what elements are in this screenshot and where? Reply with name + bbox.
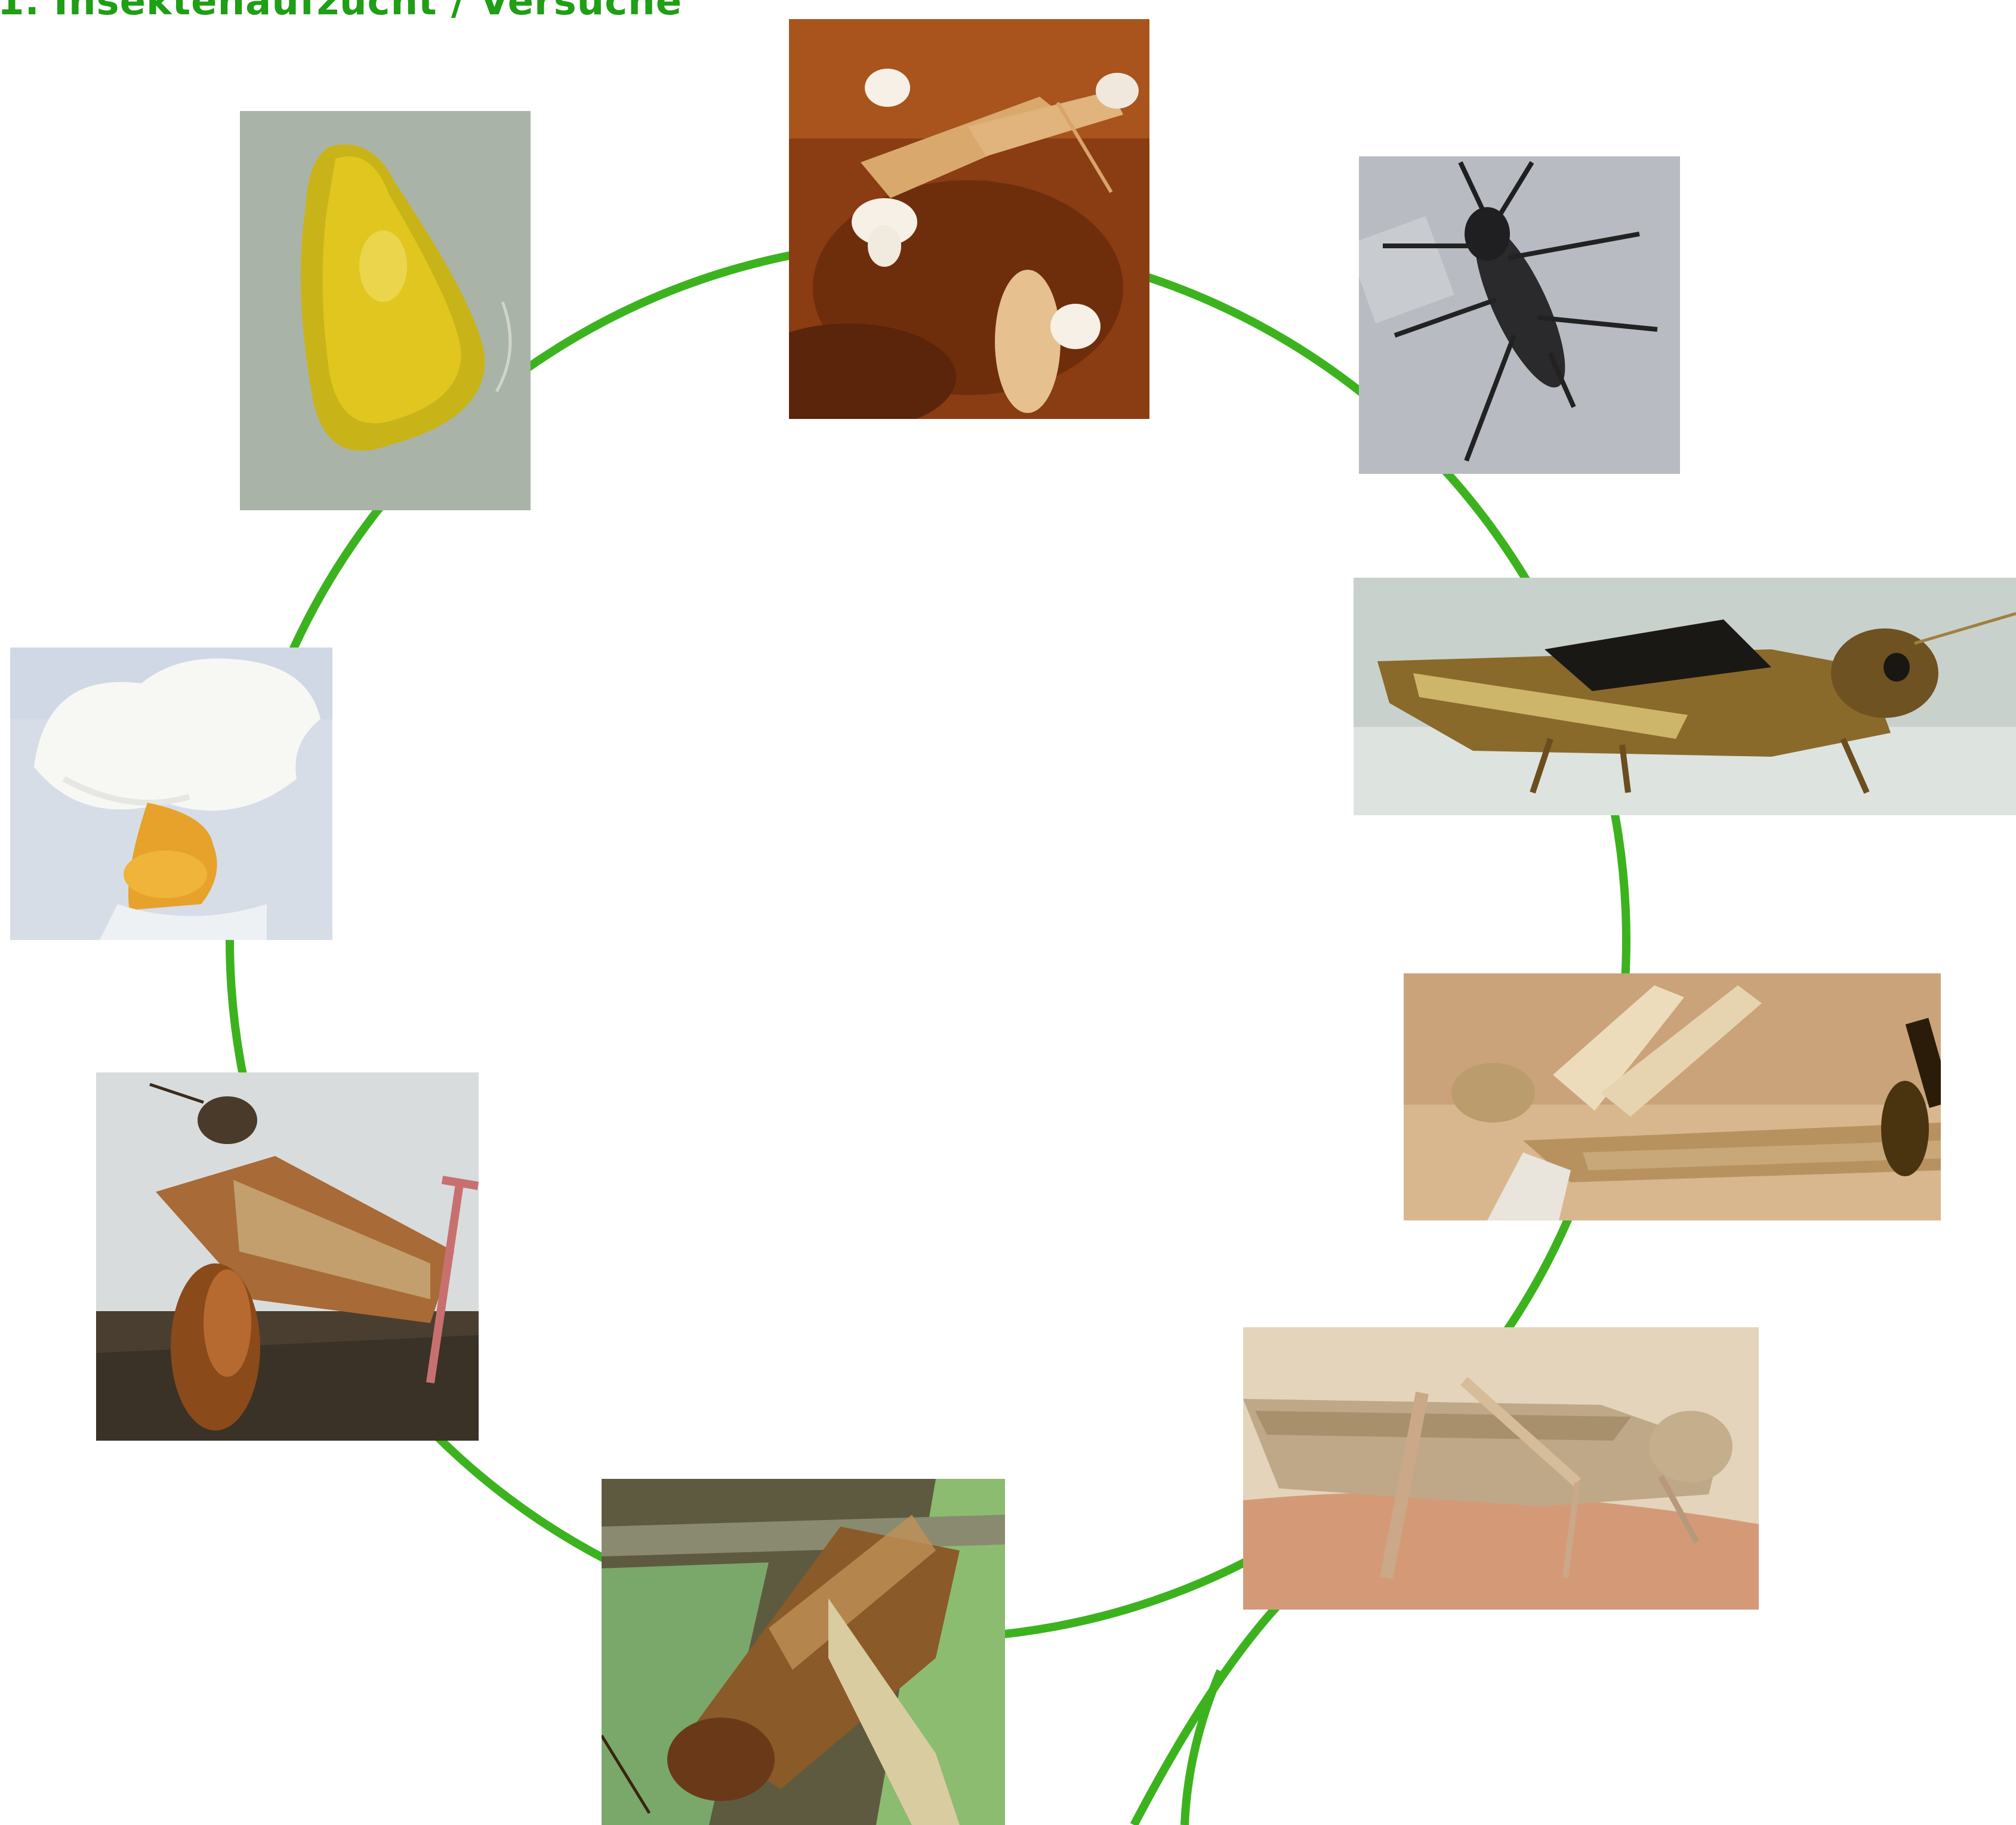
stage-egg-pod-photo bbox=[10, 648, 332, 940]
stage-mating-pair-photo bbox=[602, 1479, 1005, 1825]
stage-single-egg-photo bbox=[240, 111, 531, 510]
stage-black-hopper-photo bbox=[1359, 156, 1680, 474]
cycle-exit-line-a bbox=[1134, 1590, 1292, 1825]
stage-young-adult-photo bbox=[1243, 1327, 1759, 1610]
cycle-exit-line-b bbox=[1185, 1671, 1220, 1825]
stage-molting-adult-photo bbox=[1404, 973, 1941, 1220]
stage-hatching-hoppers-photo bbox=[789, 19, 1149, 419]
stage-late-instar-hopper-photo bbox=[1354, 578, 2016, 815]
stage-egg-laying-photo bbox=[96, 1072, 479, 1441]
